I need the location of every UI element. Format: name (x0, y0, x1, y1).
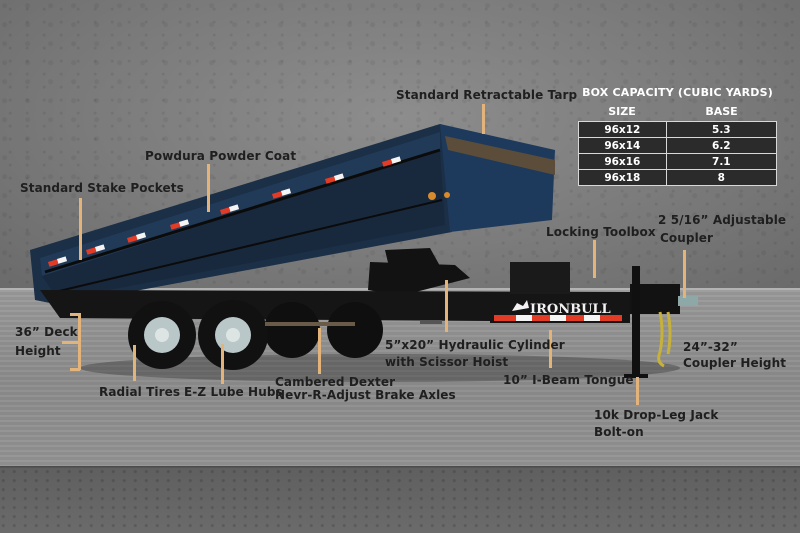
table-row: 96x14 6.2 (578, 137, 778, 154)
leader-tires (133, 345, 136, 381)
box-front-with-tarp (428, 124, 555, 232)
leader-axles (318, 328, 321, 374)
table-row: 96x12 5.3 (578, 121, 778, 138)
concrete-base-strip (0, 468, 800, 533)
cell-size: 96x12 (578, 121, 667, 138)
leader-deck-bottom (70, 368, 80, 371)
table-row: 96x18 8 (578, 169, 778, 186)
label-powder-coat: Powdura Powder Coat (145, 149, 297, 163)
axle (265, 322, 355, 326)
column-header-base: BASE (705, 105, 738, 118)
label-deck-height-line2: Height (15, 344, 61, 358)
label-axles-line1: Cambered Dexter (275, 375, 396, 389)
dump-box (30, 124, 452, 305)
label-coupler-height-line2: Coupler Height (683, 356, 787, 370)
drop-leg-jack (632, 266, 640, 376)
column-header-size: SIZE (608, 105, 636, 118)
leader-tongue (549, 330, 552, 368)
label-jack-line1: 10k Drop-Leg Jack (594, 408, 719, 422)
box-capacity-table: BOX CAPACITY (CUBIC YARDS) SIZE BASE 96x… (578, 86, 778, 186)
label-radial-tires: Radial Tires (99, 385, 181, 399)
cell-base: 8 (665, 169, 778, 186)
cell-base: 7.1 (665, 153, 778, 170)
leader-tarp (482, 104, 485, 134)
label-coupler-height-line1: 24”-32” (683, 340, 738, 354)
leader-deck-mid (62, 341, 78, 344)
capacity-header: SIZE BASE (578, 105, 777, 118)
cylinder-bracket (420, 320, 442, 324)
tongue-reflector (494, 315, 622, 321)
cell-base: 5.3 (665, 121, 778, 138)
cell-size: 96x14 (578, 137, 667, 154)
capacity-grid: 96x12 5.3 96x14 6.2 96x16 7.1 96x18 8 (578, 121, 778, 186)
coupler-assembly (624, 266, 698, 378)
label-cylinder-line2: with Scissor Hoist (385, 355, 509, 369)
label-stake-pockets: Standard Stake Pockets (20, 181, 184, 195)
label-coupler-line2: Coupler (660, 231, 714, 245)
label-retractable-tarp: Standard Retractable Tarp (396, 88, 578, 102)
capacity-title: BOX CAPACITY (CUBIC YARDS) (582, 86, 773, 99)
leader-hubs (221, 344, 224, 384)
label-jack-line2: Bolt-on (594, 425, 644, 439)
leader-toolbox (593, 240, 596, 278)
wheels (128, 300, 383, 370)
label-i-beam-tongue: 10” I-Beam Tongue (503, 373, 634, 387)
leader-coupler (683, 250, 686, 298)
leader-jack (636, 377, 639, 405)
reflector-strips (48, 156, 402, 267)
label-deck-height-line1: 36” Deck (15, 325, 78, 339)
label-axles-line2: Nevr-R-Adjust Brake Axles (275, 388, 456, 402)
cell-base: 6.2 (665, 137, 778, 154)
label-ez-lube-hubs: E-Z Lube Hubs (184, 385, 283, 399)
bull-logo-icon (512, 300, 529, 311)
leader-stake-pockets (79, 198, 82, 260)
leader-powder-coat (207, 164, 210, 212)
leader-cylinder (445, 280, 448, 332)
label-locking-toolbox: Locking Toolbox (546, 225, 656, 239)
leader-deck-height (78, 313, 81, 370)
table-row: 96x16 7.1 (578, 153, 778, 170)
cell-size: 96x16 (578, 153, 667, 170)
cell-size: 96x18 (578, 169, 667, 186)
leader-deck-top (70, 313, 80, 316)
safety-chain (657, 311, 665, 368)
label-coupler-line1: 2 5/16” Adjustable (658, 213, 787, 227)
label-cylinder-line1: 5”x20” Hydraulic Cylinder (385, 338, 565, 352)
scissor-hoist (368, 248, 470, 296)
ironbull-logo: IRONBULL (530, 302, 611, 317)
